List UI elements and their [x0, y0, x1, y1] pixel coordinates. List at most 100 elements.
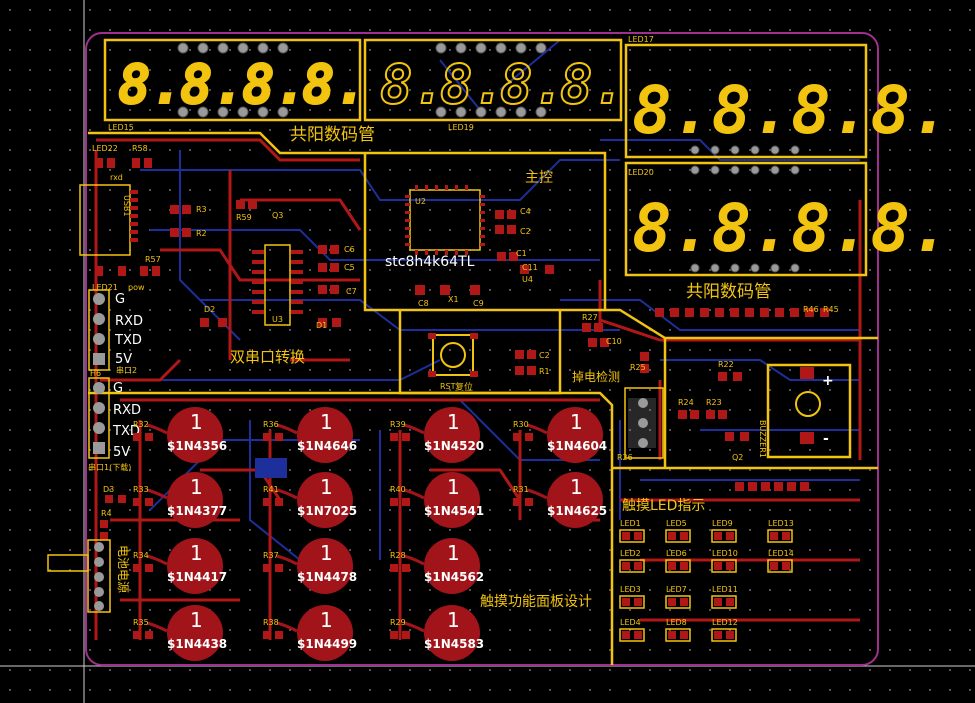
seven-seg-display-led15[interactable]: 8. 8. 8. 8. [117, 52, 368, 117]
led-outline [665, 595, 691, 609]
touch-pad-electrode[interactable] [424, 407, 480, 463]
power-detect-connector[interactable] [624, 387, 664, 459]
led-indicator[interactable]: LED9 [711, 519, 737, 543]
touch-pad-resistor-ref: R32 [133, 420, 149, 429]
led-indicator[interactable]: LED3 [619, 585, 645, 609]
resistor-pad [513, 433, 521, 441]
led-label: LED5 [666, 519, 687, 528]
svg-text:8.: 8. [380, 53, 445, 116]
label-led17: LED17 [628, 35, 654, 44]
usb-connector[interactable] [79, 184, 138, 256]
battery-connector[interactable] [47, 539, 111, 613]
label-common-anode-right: 共阳数码管 [686, 282, 771, 302]
led-indicator[interactable]: LED13 [767, 519, 794, 543]
ref-label: C7 [346, 287, 357, 296]
ref-label: R4 [101, 509, 112, 518]
touch-pad-electrode[interactable] [167, 538, 223, 594]
pin-label: TXD [114, 333, 142, 348]
led-outline [711, 529, 737, 543]
touch-pad-electrode[interactable] [167, 605, 223, 661]
svg-text:8.: 8. [302, 53, 367, 116]
pin-label: G [115, 292, 125, 307]
seven-seg-display-led20[interactable]: 8.8.8.8. [632, 190, 950, 267]
ref-led22: LED22 [92, 144, 118, 153]
touch-pad-electrode[interactable] [297, 605, 353, 661]
ref-label: C10 [606, 337, 622, 346]
ref-label: C11 [522, 263, 538, 272]
touch-pad-electrode[interactable] [547, 407, 603, 463]
touch-pad-trace [276, 488, 298, 500]
touch-pad-electrode[interactable] [167, 407, 223, 463]
ref-label: R22 [718, 360, 734, 369]
resistor-pad [390, 564, 398, 572]
mcu-chip-u2[interactable] [405, 185, 485, 255]
resistor-pad [145, 631, 153, 639]
led-indicator[interactable]: LED12 [711, 618, 738, 642]
label-power-detect: 掉电检测 [572, 369, 620, 384]
resistor-pad [133, 433, 141, 441]
touch-pad-trace [276, 554, 298, 566]
label-reset: 复位 [455, 381, 473, 393]
led-indicator[interactable]: LED6 [665, 549, 691, 573]
resistor-pad [402, 498, 410, 506]
touch-pad-trace [146, 621, 168, 633]
touch-pad-electrode[interactable] [297, 538, 353, 594]
resistor-pad [402, 564, 410, 572]
touch-pad-trace [403, 488, 425, 500]
led-pad [714, 631, 722, 639]
touch-pad-electrode[interactable] [424, 538, 480, 594]
touch-pad-electrode[interactable] [424, 605, 480, 661]
touch-pad-trace [526, 488, 548, 500]
touch-pad-electrode[interactable] [297, 407, 353, 463]
resistor-pad [263, 498, 271, 506]
led-outline [665, 559, 691, 573]
serial-header-h-top[interactable] [88, 289, 110, 371]
touch-pad-electrode[interactable] [297, 472, 353, 528]
led-indicator[interactable]: LED7 [665, 585, 691, 609]
reset-button[interactable] [428, 333, 478, 377]
touch-pad-electrode[interactable] [167, 472, 223, 528]
resistor-pad [513, 498, 521, 506]
led-indicator[interactable]: LED1 [619, 519, 645, 543]
ref-label: R24 [678, 398, 694, 407]
led-indicator[interactable]: LED10 [711, 549, 738, 573]
buzzer[interactable] [795, 391, 821, 417]
led-indicator[interactable]: LED11 [711, 585, 738, 609]
touch-pad-electrode[interactable] [424, 472, 480, 528]
ref-label: C1 [516, 249, 527, 258]
led-indicator[interactable]: LED2 [619, 549, 645, 573]
touch-pad-net: $1N4583 [424, 637, 484, 651]
touch-pad-electrode[interactable] [547, 472, 603, 528]
serial-header-h6[interactable] [88, 377, 110, 459]
led-indicator[interactable]: LED5 [665, 519, 691, 543]
seven-seg-display-led19[interactable]: 8. 8. 8. 8. [379, 52, 626, 117]
led-indicator[interactable]: LED8 [665, 618, 691, 642]
serial-chip-u3[interactable] [252, 244, 303, 326]
ref-label: D3 [103, 485, 114, 494]
pin-label: 5V [113, 445, 130, 460]
seven-seg-display-led17[interactable]: 8.8.8.8. [632, 72, 950, 149]
touch-pad-number: 1 [570, 410, 583, 434]
led-indicator[interactable]: LED14 [767, 549, 794, 573]
led-outline [767, 559, 793, 573]
led-pad [770, 562, 778, 570]
led-indicator[interactable]: LED4 [619, 618, 645, 642]
ref-label: R25 [630, 363, 646, 372]
svg-text:8.: 8. [560, 53, 625, 116]
led-pad [668, 562, 676, 570]
